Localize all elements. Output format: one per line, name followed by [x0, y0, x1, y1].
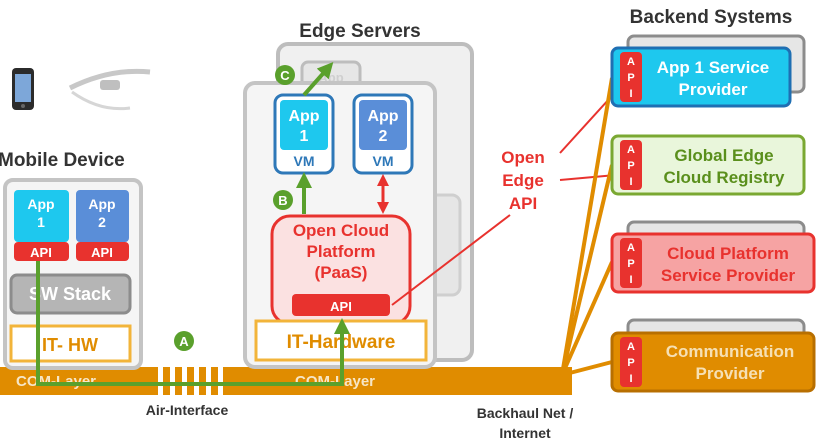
backend-global-edge-cloud-registry: A P I Global Edge Cloud Registry	[612, 136, 804, 194]
marker-c: C	[275, 65, 295, 85]
marker-a-label: A	[179, 334, 189, 349]
heading-backend-systems: Backend Systems	[630, 7, 793, 28]
edge-app1-number: 1	[300, 128, 309, 145]
mobile-it-hw-label: IT- HW	[42, 335, 98, 355]
cloud-platform-line2: Service Provider	[661, 266, 796, 285]
heading-mobile-device: Mobile Device	[0, 150, 125, 171]
api-letter-p: P	[627, 357, 634, 369]
api-letter-a: A	[627, 56, 635, 68]
app1-provider-line1: App 1 Service	[657, 58, 769, 77]
edge-app2-label: App	[367, 108, 398, 125]
api-letter-a: A	[627, 242, 635, 254]
mobile-app2-api-label: API	[91, 245, 113, 260]
mobile-app1-number: 1	[37, 214, 45, 230]
registry-line2: Cloud Registry	[664, 168, 785, 187]
mobile-app2-tile: App 2	[76, 190, 129, 242]
open-edge-api-line3: API	[509, 194, 537, 213]
mobile-app1-api-label: API	[30, 245, 52, 260]
comm-provider-line1: Communication	[666, 342, 794, 361]
edge-app2-vm: App 2 VM	[354, 95, 412, 173]
platform-line2: Platform	[307, 242, 376, 261]
open-edge-api-line2: Edge	[502, 171, 544, 190]
backhaul-line1: Backhaul Net /	[477, 405, 574, 421]
air-interface-label: Air-Interface	[146, 402, 229, 418]
comm-provider-line2: Provider	[696, 364, 765, 383]
smartphone-icon	[12, 68, 34, 110]
backend-communication-provider: A P I Communication Provider	[612, 320, 814, 391]
heading-edge-servers: Edge Servers	[299, 21, 420, 42]
api-letter-p: P	[627, 160, 634, 172]
edge-com-layer-label: COM-Layer	[295, 373, 375, 390]
platform-line3: (PaaS)	[315, 263, 368, 282]
backhaul-line2: Internet	[499, 425, 551, 441]
open-edge-api-line1: Open	[501, 148, 544, 167]
api-letter-a: A	[627, 341, 635, 353]
mobile-it-hw: IT- HW	[11, 326, 130, 361]
api-letter-i: I	[629, 373, 632, 385]
api-letter-p: P	[627, 258, 634, 270]
sw-stack: SW Stack	[11, 275, 130, 313]
registry-line1: Global Edge	[674, 146, 773, 165]
sw-stack-label: SW Stack	[29, 284, 112, 304]
mobile-app1-label: App	[27, 196, 54, 212]
mobile-app2-number: 2	[98, 214, 106, 230]
edge-app1-label: App	[288, 108, 319, 125]
platform-api-label: API	[330, 299, 352, 314]
api-letter-i: I	[629, 88, 632, 100]
cloud-platform-line1: Cloud Platform	[667, 244, 789, 263]
marker-a: A	[174, 331, 194, 351]
mobile-app2-api: API	[76, 242, 129, 261]
api-letter-i: I	[629, 274, 632, 286]
mobile-app1-api: API	[14, 242, 69, 261]
edge-server-front: App 1 VM App 2 VM Open Cloud Platform (P…	[245, 83, 435, 367]
smart-glasses-icon	[70, 71, 150, 108]
edge-app2-number: 2	[379, 128, 388, 145]
edge-app2-vm-label: VM	[373, 153, 394, 169]
api-letter-a: A	[627, 144, 635, 156]
platform-line1: Open Cloud	[293, 221, 389, 240]
mobile-com-layer-label: COM-Layer	[16, 373, 96, 390]
open-cloud-platform: Open Cloud Platform (PaaS) API	[272, 216, 410, 324]
marker-b-label: B	[278, 193, 287, 208]
marker-c-label: C	[280, 68, 290, 83]
backend-cloud-platform-service-provider: A P I Cloud Platform Service Provider	[612, 222, 814, 292]
app1-provider-line2: Provider	[679, 80, 748, 99]
marker-b: B	[273, 190, 293, 210]
api-letter-p: P	[627, 72, 634, 84]
com-layer-bar: COM-Layer COM-Layer	[0, 367, 572, 395]
backend-app1-service-provider: A P I App 1 Service Provider	[612, 36, 804, 106]
edge-app1-vm-label: VM	[294, 153, 315, 169]
edge-app1-vm: App 1 VM	[275, 95, 333, 173]
mobile-app1-tile: App 1	[14, 190, 69, 242]
api-letter-i: I	[629, 176, 632, 188]
mobile-device-box: App 1 API App 2 API SW Stack IT- HW	[5, 180, 141, 368]
open-edge-api-label: Open Edge API	[501, 148, 544, 213]
mobile-app2-label: App	[88, 196, 115, 212]
